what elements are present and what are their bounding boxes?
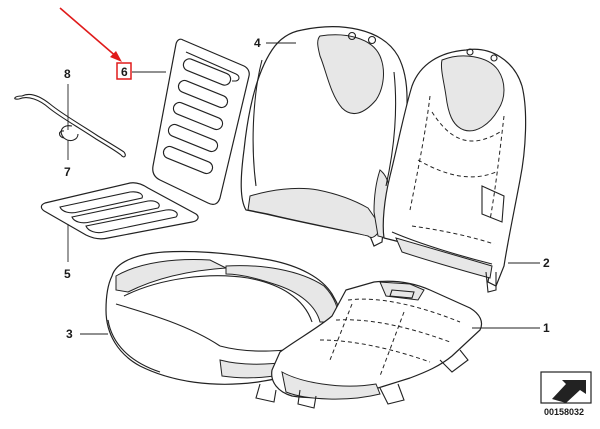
part-number-7[interactable]: 7 — [64, 165, 71, 179]
backrest-pad-part-2[interactable] — [382, 48, 527, 293]
part-number-6[interactable]: 6 — [121, 65, 128, 79]
part-number-8[interactable]: 8 — [64, 67, 71, 81]
part-number-1[interactable]: 1 — [543, 321, 550, 335]
seat-cushion-pad-part-1[interactable] — [255, 280, 483, 409]
leader-lines — [67, 42, 540, 335]
direction-icon — [540, 371, 592, 404]
heater-mat-part-6[interactable] — [152, 38, 250, 205]
part-number-2[interactable]: 2 — [543, 256, 550, 270]
highlight-arrow — [59, 7, 122, 62]
document-number: 00158032 — [544, 407, 584, 417]
part-number-5[interactable]: 5 — [64, 267, 71, 281]
backrest-cover-part-4[interactable] — [240, 26, 408, 247]
heater-mat-part-5[interactable] — [40, 182, 199, 240]
part-6-highlight-box — [116, 62, 132, 80]
clip-part-7[interactable] — [58, 125, 79, 142]
part-number-4[interactable]: 4 — [254, 36, 261, 50]
part-number-3[interactable]: 3 — [66, 327, 73, 341]
heater-cable-part-8[interactable] — [14, 93, 126, 158]
part-number-labels: 8 7 6 4 5 3 2 1 — [64, 36, 550, 341]
